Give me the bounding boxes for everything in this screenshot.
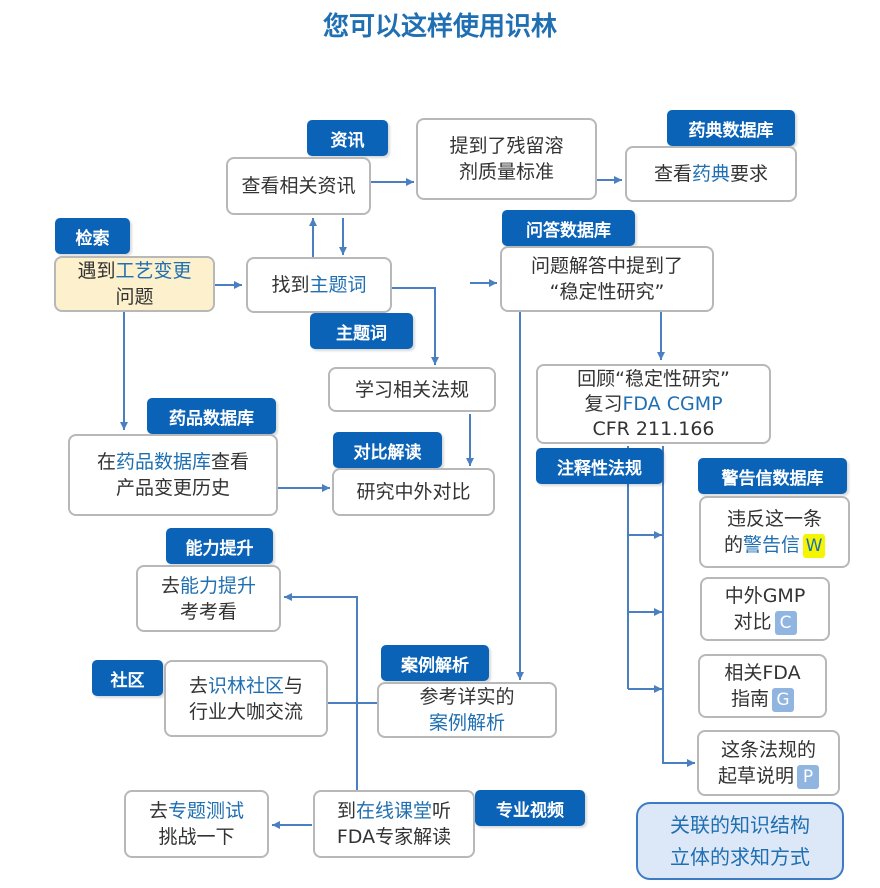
- box-huigu: 回顾“稳定性研究” 复习FDA CGMP CFR 211.166: [536, 364, 771, 444]
- tag-jiansuo: 检索: [55, 218, 130, 254]
- box-anli-jiexi: 参考详实的 案例解析: [377, 682, 557, 738]
- badge-c[interactable]: C: [774, 610, 797, 635]
- tag-zhushi: 注释性法规: [536, 448, 663, 484]
- link-yaodian[interactable]: 药典: [691, 163, 730, 185]
- box-zhuanti-ceshi: 去专题测试 挑战一下: [124, 790, 269, 858]
- page-title: 您可以这样使用识林: [322, 12, 557, 42]
- arrow-zhaodao-to-fagui: [392, 287, 439, 365]
- box-zaixian-ketang: 到在线课堂听 FDA专家解读: [313, 790, 475, 858]
- link-yaopin-shujuku[interactable]: 药品数据库: [115, 451, 211, 473]
- box-yaopin-biangeng: 在药品数据库查看 产品变更历史: [68, 434, 278, 516]
- link-fda-cgmp[interactable]: FDA CGMP: [622, 392, 723, 415]
- box-xuexi-fagui: 学习相关法规: [328, 367, 496, 412]
- link-zhuti[interactable]: 主题词: [309, 274, 367, 296]
- tag-zhuti: 主题词: [310, 313, 413, 349]
- link-zaixian-ketang[interactable]: 在线课堂: [355, 800, 432, 822]
- summary-box: 关联的知识结构 立体的求知方式: [636, 802, 844, 880]
- box-chakan-yaodian: 查看药典要求: [625, 146, 797, 202]
- box-tidao-canliu: 提到了残留溶 剂质量标准: [416, 118, 597, 200]
- badge-g[interactable]: G: [772, 687, 794, 712]
- link-anli-jiexi[interactable]: 案例解析: [428, 712, 505, 734]
- tag-nengli: 能力提升: [166, 528, 273, 564]
- badge-w[interactable]: W: [803, 533, 826, 558]
- link-zhuanti-ceshi[interactable]: 专题测试: [168, 800, 245, 822]
- arrow-to-nengli: [284, 593, 358, 790]
- tag-anli: 案例解析: [381, 645, 489, 681]
- tag-yaodian: 药典数据库: [667, 110, 795, 146]
- link-nengli-tisheng[interactable]: 能力提升: [180, 574, 257, 597]
- box-zhaodao: 找到主题词: [246, 257, 392, 313]
- link-shilin-shequ[interactable]: 识林社区: [207, 674, 284, 697]
- tag-jinggao: 警告信数据库: [698, 458, 847, 494]
- tag-wenda: 问答数据库: [502, 210, 635, 246]
- tag-shipin: 专业视频: [475, 790, 585, 826]
- tag-duibi: 对比解读: [333, 432, 442, 468]
- box-shequ-jiaoliu: 去识林社区与 行业大咖交流: [164, 660, 328, 737]
- link-gongyi-biangeng[interactable]: 工艺变更: [115, 260, 192, 282]
- arrow-huigu-to-weifan: [627, 446, 662, 689]
- link-jinggaoxin[interactable]: 警告信: [743, 534, 801, 556]
- box-yanjiu-duibi: 研究中外对比: [332, 468, 495, 516]
- tag-zixun: 资讯: [307, 120, 388, 156]
- box-nengli-tisheng: 去能力提升 考考看: [136, 565, 281, 632]
- box-wenti-jieda: 问题解答中提到了 “稳定性研究”: [500, 246, 714, 312]
- box-chakan-zixun: 查看相关资讯: [226, 157, 371, 215]
- badge-p[interactable]: P: [797, 764, 819, 789]
- box-yudao: 遇到工艺变更 问题: [54, 256, 215, 312]
- tag-yaopin: 药品数据库: [147, 398, 276, 434]
- tag-shequ: 社区: [92, 660, 163, 696]
- arrow-huigu-to-qicao: [662, 446, 695, 767]
